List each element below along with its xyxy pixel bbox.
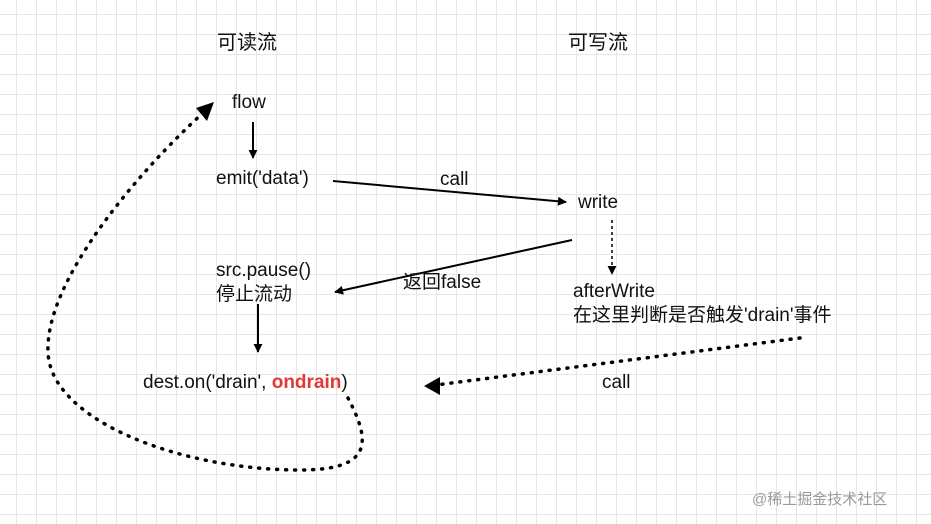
edge-label-call-bottom: call xyxy=(602,372,631,393)
node-after-write: afterWrite 在这里判断是否触发'drain'事件 xyxy=(573,280,832,328)
node-flow: flow xyxy=(232,92,266,113)
edge-afterwrite-to-dest xyxy=(434,336,802,387)
header-readable-stream: 可读流 xyxy=(217,32,277,54)
dest-on-suffix: ) xyxy=(341,372,348,393)
ondrain-handler: ondrain xyxy=(271,372,342,393)
edge-ondrain-loop-to-flow xyxy=(46,111,364,472)
arrowhead-flow xyxy=(196,102,214,121)
edge-emit-to-write xyxy=(332,180,567,206)
node-src-pause: src.pause() 停止流动 xyxy=(216,259,311,307)
watermark-text: 稀土掘金技术社区 xyxy=(767,491,888,508)
edge-label-return-false: 返回false xyxy=(403,272,482,293)
dest-on-prefix: dest.on('drain', xyxy=(143,372,272,393)
node-emit-data: emit('data') xyxy=(216,168,309,189)
node-after-write-line2: 在这里判断是否触发'drain'事件 xyxy=(573,305,832,326)
node-after-write-line1: afterWrite xyxy=(573,281,656,302)
node-dest-on-drain: dest.on('drain', ondrain) xyxy=(143,371,348,395)
header-writable-stream: 可写流 xyxy=(568,32,628,54)
node-write: write xyxy=(578,192,619,213)
edge-write-to-pause xyxy=(334,239,573,295)
node-src-pause-line2: 停止流动 xyxy=(216,284,293,305)
arrowhead-dest xyxy=(424,377,440,395)
edge-label-call-top: call xyxy=(440,169,469,190)
at-icon: @ xyxy=(752,491,768,508)
node-src-pause-line1: src.pause() xyxy=(216,260,312,281)
watermark: @稀土掘金技术社区 xyxy=(752,488,887,509)
